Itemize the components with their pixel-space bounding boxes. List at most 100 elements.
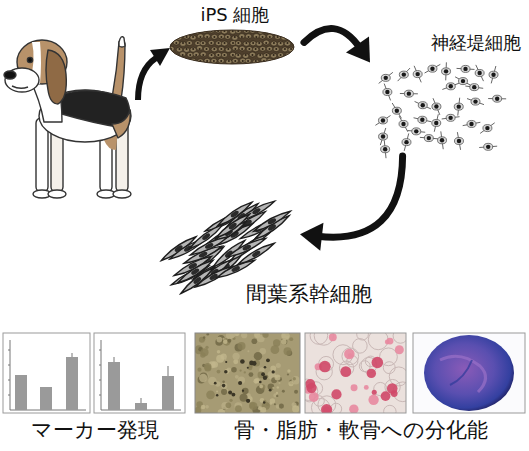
texture-dot xyxy=(199,374,207,382)
cell-nucleus xyxy=(430,67,434,71)
texture-dot xyxy=(276,363,281,368)
cell-nucleus xyxy=(218,42,220,44)
texture-dot xyxy=(221,383,227,389)
texture-dot xyxy=(277,386,280,389)
texture-dot xyxy=(271,345,280,354)
neural-crest-cell xyxy=(404,90,413,97)
texture-dot xyxy=(204,363,211,370)
mineral-dot xyxy=(259,381,262,384)
cell-nucleus xyxy=(268,48,270,50)
cell-nucleus xyxy=(184,60,186,62)
ips-cell xyxy=(235,41,241,46)
cell-nucleus xyxy=(421,103,425,107)
mineral-dot xyxy=(269,389,272,392)
texture-dot xyxy=(235,405,242,412)
cell-nucleus xyxy=(171,60,173,62)
cell-nucleus xyxy=(290,60,292,62)
cell-nucleus xyxy=(223,54,225,56)
neural-crest-cell xyxy=(467,120,476,127)
bone-stain-image xyxy=(194,330,300,416)
cell-outline xyxy=(310,333,328,344)
texture-dot xyxy=(226,402,232,408)
cell-nucleus xyxy=(457,139,461,143)
cell-nucleus xyxy=(280,54,282,56)
texture-dot xyxy=(260,384,265,389)
cell-nucleus xyxy=(383,147,387,151)
cell-stage-node: 間葉系幹細胞 xyxy=(148,188,298,298)
neural-crest-cell xyxy=(438,137,447,144)
lipid-droplet xyxy=(309,392,319,402)
texture-dot xyxy=(232,353,239,360)
texture-dot xyxy=(208,377,217,386)
ips-cell xyxy=(259,34,265,39)
cell-process xyxy=(375,116,390,126)
ips-cell xyxy=(277,41,283,46)
ips-cell xyxy=(253,59,259,64)
neural-crest-cell xyxy=(432,119,441,126)
cell-nucleus xyxy=(294,42,296,44)
outside-title: 間葉系幹細胞 xyxy=(246,282,372,307)
cell-nucleus xyxy=(404,140,408,144)
spindle-cell xyxy=(176,258,215,286)
ips-cell xyxy=(271,41,277,46)
cell-nucleus xyxy=(211,54,213,56)
texture-dot xyxy=(270,398,275,403)
neural-crest-cell xyxy=(378,117,387,124)
cell-nucleus xyxy=(237,54,239,56)
cell-nucleus xyxy=(472,85,476,89)
cell-nucleus xyxy=(197,42,199,44)
neural-crest-cell xyxy=(471,98,480,105)
neural-crest-cell xyxy=(442,68,451,75)
lipid-droplet xyxy=(305,379,315,389)
mineral-dot xyxy=(261,372,265,376)
cell-nucleus xyxy=(245,54,247,56)
ips-colony xyxy=(166,28,302,65)
neural-crest-cell xyxy=(428,65,437,72)
beagle-illustration xyxy=(4,37,131,198)
ips-cell xyxy=(288,59,294,64)
texture-dot xyxy=(281,333,289,340)
cell-nucleus xyxy=(190,267,200,276)
ips-cell xyxy=(215,52,221,57)
cell-nucleus xyxy=(248,48,250,50)
cell-nucleus xyxy=(283,60,285,62)
neural-crest-cell xyxy=(412,128,421,135)
ips-cell xyxy=(239,34,245,39)
cell-outline xyxy=(384,405,396,413)
arrow-head xyxy=(300,223,323,251)
cell-nucleus xyxy=(172,36,174,38)
flow-arrow xyxy=(138,58,156,100)
cell-nucleus xyxy=(448,116,452,120)
texture-dot xyxy=(231,367,237,373)
cell-nucleus xyxy=(485,126,489,130)
cell-nucleus xyxy=(296,36,298,38)
texture-dot xyxy=(199,337,205,343)
cell-nucleus xyxy=(262,48,264,50)
flow-arrow xyxy=(304,28,370,62)
neural-crest-cell xyxy=(454,137,463,144)
ips-cell xyxy=(235,53,241,58)
texture-dot xyxy=(270,402,272,404)
ips-cell xyxy=(270,53,276,58)
cell-nucleus xyxy=(234,36,236,38)
neural-crest-cell xyxy=(446,83,455,90)
cell-nucleus xyxy=(248,36,250,38)
mineral-dot xyxy=(242,390,244,392)
caption-box: 骨・脂肪・軟骨への分化能 xyxy=(192,418,529,443)
ips-cell xyxy=(245,34,251,39)
ips-cell xyxy=(211,34,217,39)
mineral-dot xyxy=(263,376,267,380)
cell-nucleus xyxy=(449,84,453,88)
cell-nucleus xyxy=(457,104,461,108)
texture-dot xyxy=(292,405,299,412)
neural-crest-cell xyxy=(432,103,441,110)
cell-process xyxy=(434,114,438,132)
node-title: iPS 細胞 xyxy=(168,4,302,26)
texture-dot xyxy=(205,346,208,349)
cell-nucleus xyxy=(252,42,254,44)
ips-cell xyxy=(235,28,241,33)
neural-crest-cell xyxy=(383,89,392,96)
cell-nucleus xyxy=(477,71,481,75)
ips-cell xyxy=(196,46,202,51)
cell-nucleus xyxy=(298,48,300,50)
